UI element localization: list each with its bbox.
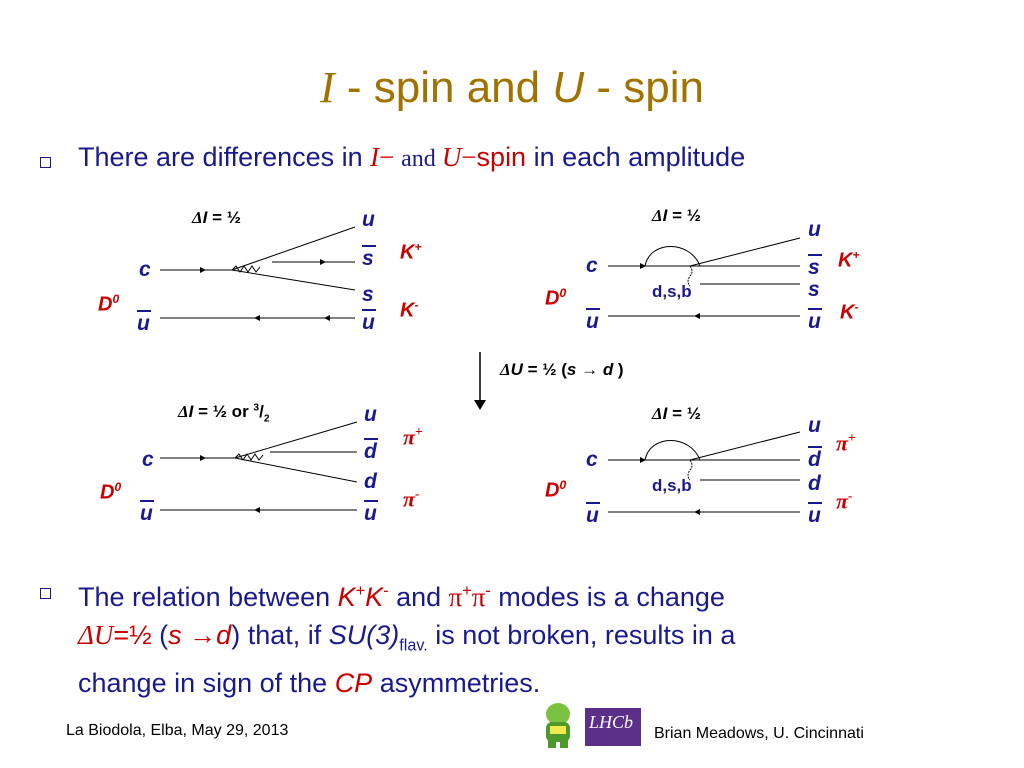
loop-quarks-br: d,s,b [652, 476, 692, 495]
bullet-2-line-2: ΔU=½ (s →d) that, if SU(3)flav. is not b… [78, 620, 736, 655]
quark-ubar2-tr: u [808, 308, 822, 333]
bullet-2-line-1: The relation between K+K- and π+π- modes… [78, 582, 725, 612]
quark-d-bl: d [364, 470, 377, 493]
quark-u-tr: u [808, 218, 821, 241]
delta-i-label-tl: ΔI = ½ [192, 208, 241, 227]
slide-title: I - spin and U - spin [320, 63, 704, 112]
quark-c-bl: c [142, 448, 154, 471]
quark-d-br: d [808, 472, 821, 495]
lhcb-logo-text: LHCb [589, 712, 634, 732]
quark-sbar-tl: s [362, 245, 376, 271]
piminus-label-br: π- [836, 488, 853, 514]
piminus-label-bl: π- [403, 486, 420, 512]
kminus-label-tr: K- [840, 300, 859, 324]
lhcb-logo: LHCb [585, 708, 641, 746]
loop-quarks-tr: d,s,b [652, 282, 692, 301]
footer-venue: La Biodola, Elba, May 29, 2013 [66, 722, 289, 739]
footer-author: Brian Meadows, U. Cincinnati [654, 725, 864, 742]
quark-dbar-br: d [808, 446, 822, 471]
d0-label-tl: D0 [98, 292, 120, 316]
babar-mascot-icon [546, 703, 570, 748]
quark-ubar-tl: u [137, 310, 151, 335]
quark-s-tr: s [808, 278, 820, 301]
piplus-label-bl: π+ [403, 424, 423, 450]
quark-ubar2-bl: u [364, 500, 378, 525]
bullet-2-line-3: change in sign of the CP asymmetries. [78, 668, 541, 699]
quark-c-tr: c [586, 254, 598, 277]
quark-c-tl: c [139, 258, 151, 281]
quark-ubar-tr: u [586, 308, 600, 333]
quark-dbar-bl: d [364, 438, 378, 463]
quark-ubar2-tl: u [362, 309, 376, 334]
delta-i-label-bl: ΔI = ½ or 3/2 [178, 402, 270, 425]
quark-s-tl: s [362, 283, 374, 306]
kminus-label-tl: K- [400, 298, 419, 322]
quark-ubar2-br: u [808, 502, 822, 527]
kplus-label-tr: K+ [838, 248, 860, 272]
bullet-marker-2 [40, 588, 51, 599]
delta-u-label: ΔU = ½ (s → d ) [500, 360, 624, 379]
piplus-label-br: π+ [836, 430, 856, 456]
quark-ubar-br: u [586, 502, 600, 527]
d0-label-bl: D0 [100, 480, 122, 504]
quark-u-bl: u [364, 403, 377, 426]
quark-u-br: u [808, 414, 821, 437]
d0-label-br: D0 [545, 478, 567, 502]
delta-i-label-tr: ΔI = ½ [652, 206, 701, 225]
quark-ubar-bl: u [140, 500, 154, 525]
quark-u-tl: u [362, 208, 375, 231]
quark-sbar-tr: s [808, 254, 822, 280]
delta-i-label-br: ΔI = ½ [652, 404, 701, 423]
bullet-text-1: There are differences in I− and U−spin i… [78, 142, 746, 172]
quark-c-br: c [586, 448, 598, 471]
bullet-text-2: The relation between K+K- and π+π- modes… [78, 572, 978, 702]
d0-label-tr: D0 [545, 286, 567, 310]
bullet-marker [40, 157, 51, 168]
kplus-label-tl: K+ [400, 240, 422, 264]
